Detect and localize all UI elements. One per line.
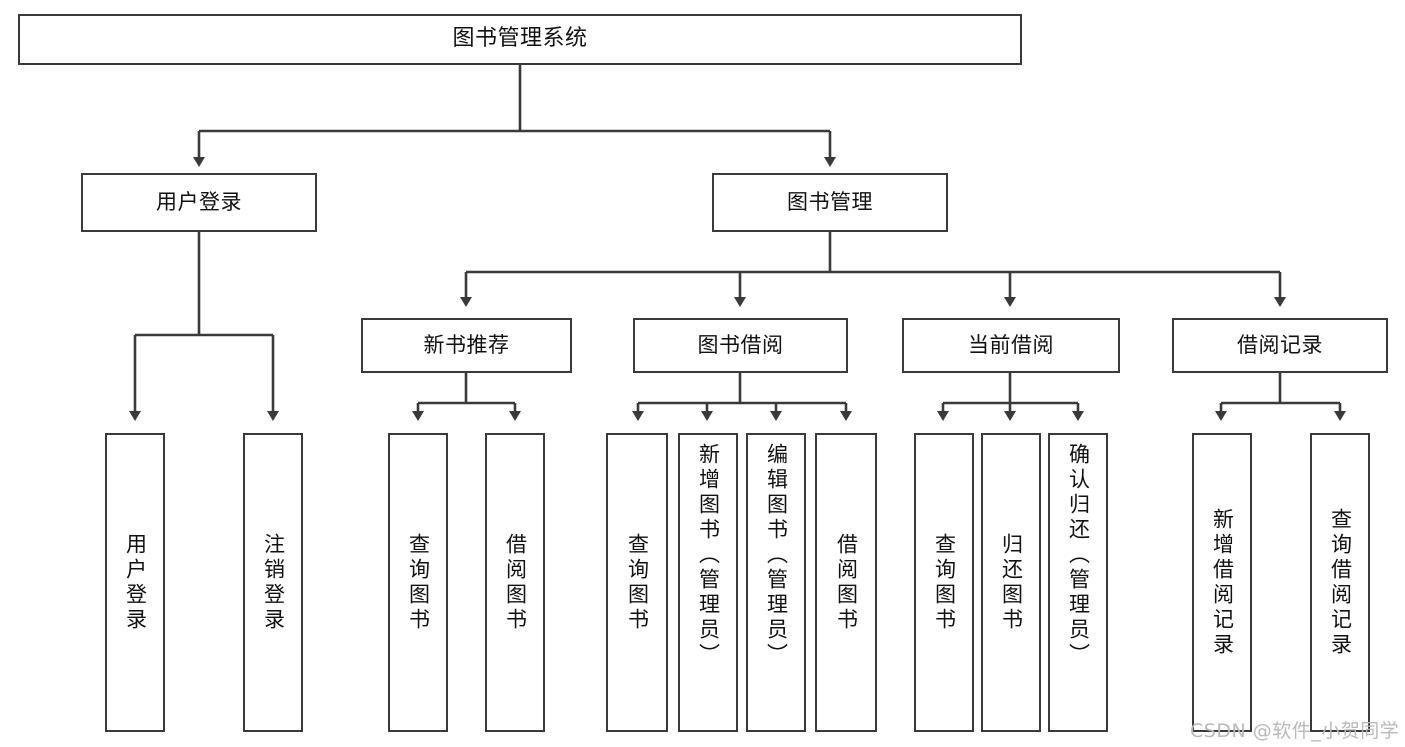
node-book-management[interactable]: 图书管理: [712, 173, 948, 232]
leaf-query-borrow-record[interactable]: 查询借阅记录: [1310, 433, 1370, 732]
node-label: 借阅记录: [1237, 332, 1323, 357]
leaf-confirm-return-admin[interactable]: 确认归还（管理员）: [1048, 433, 1108, 732]
node-label: 借阅图书: [834, 532, 859, 633]
node-label: 新增图书（管理员）: [696, 443, 721, 668]
node-label: 图书管理系统: [452, 26, 588, 52]
leaf-query-book-borrow[interactable]: 查询图书: [606, 433, 668, 732]
leaf-user-logout[interactable]: 注销登录: [243, 433, 303, 732]
node-label: 当前借阅: [968, 332, 1054, 357]
leaf-return-book[interactable]: 归还图书: [981, 433, 1041, 732]
node-new-book-recommend[interactable]: 新书推荐: [361, 318, 572, 373]
leaf-add-book-admin[interactable]: 新增图书（管理员）: [678, 433, 738, 732]
node-label: 用户登录: [123, 532, 148, 633]
node-current-borrow[interactable]: 当前借阅: [902, 318, 1120, 373]
leaf-query-book-current[interactable]: 查询图书: [914, 433, 974, 732]
node-label: 新增借阅记录: [1210, 507, 1235, 658]
node-label: 用户登录: [156, 189, 242, 214]
node-label: 图书借阅: [697, 332, 784, 357]
node-label: 编辑图书（管理员）: [764, 443, 789, 668]
leaf-borrow-book[interactable]: 借阅图书: [815, 433, 877, 732]
leaf-edit-book-admin[interactable]: 编辑图书（管理员）: [746, 433, 806, 732]
watermark-text: CSDN @软件_小贺同学: [1190, 720, 1400, 742]
node-label: 查询借阅记录: [1328, 507, 1353, 658]
node-borrow-record[interactable]: 借阅记录: [1172, 318, 1388, 373]
node-label: 查询图书: [406, 532, 431, 633]
node-label: 新书推荐: [423, 332, 510, 357]
node-root-system[interactable]: 图书管理系统: [18, 14, 1022, 65]
node-user-login[interactable]: 用户登录: [81, 173, 317, 232]
node-book-borrow[interactable]: 图书借阅: [633, 318, 848, 373]
node-label: 归还图书: [999, 532, 1024, 633]
node-label: 借阅图书: [503, 532, 528, 633]
leaf-borrow-book-recommend[interactable]: 借阅图书: [485, 433, 545, 732]
node-label: 图书管理: [787, 189, 873, 214]
node-label: 查询图书: [932, 532, 957, 633]
leaf-user-login[interactable]: 用户登录: [105, 433, 165, 732]
leaf-query-book-recommend[interactable]: 查询图书: [388, 433, 448, 732]
node-label: 查询图书: [625, 532, 650, 633]
node-label: 确认归还（管理员）: [1066, 443, 1091, 668]
node-label: 注销登录: [261, 532, 286, 633]
leaf-add-borrow-record[interactable]: 新增借阅记录: [1192, 433, 1252, 732]
